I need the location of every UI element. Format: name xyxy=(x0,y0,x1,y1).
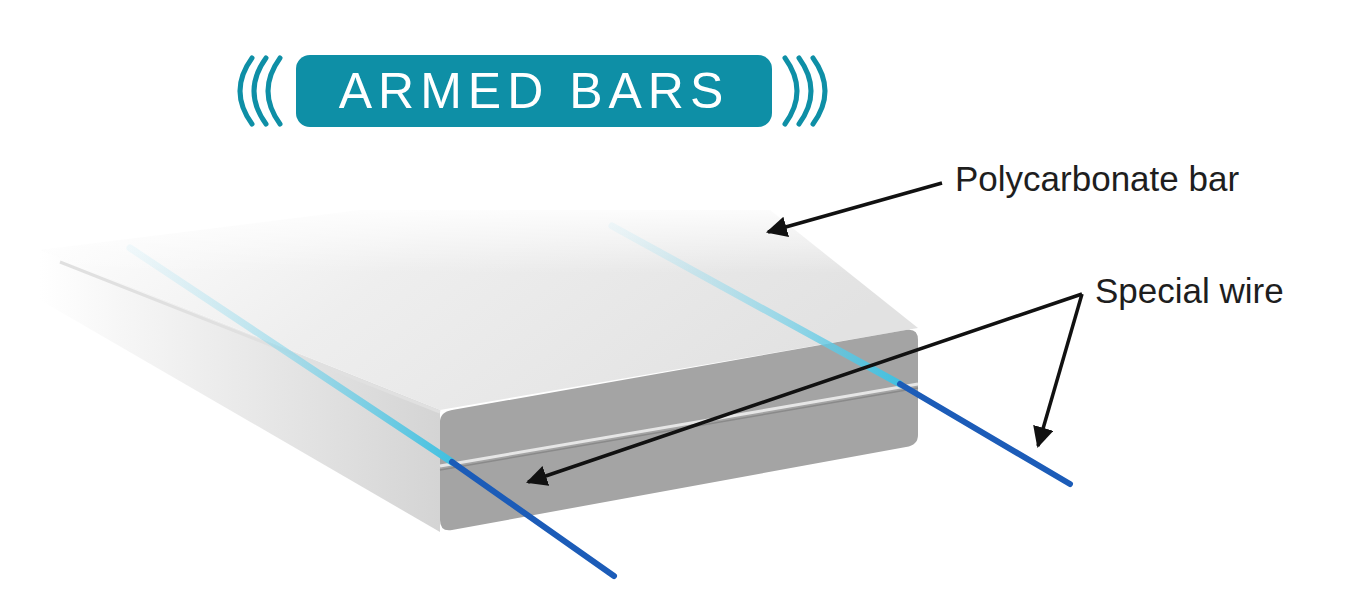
special-wires xyxy=(130,226,1070,576)
part-label: Polycarbonate bar xyxy=(955,160,1239,199)
logo-text: ARMED BARS xyxy=(339,64,730,119)
leader-arrows xyxy=(528,183,1082,482)
logo-badge: ARMED BARS xyxy=(296,55,772,127)
part-label: Special wire xyxy=(1095,272,1284,311)
